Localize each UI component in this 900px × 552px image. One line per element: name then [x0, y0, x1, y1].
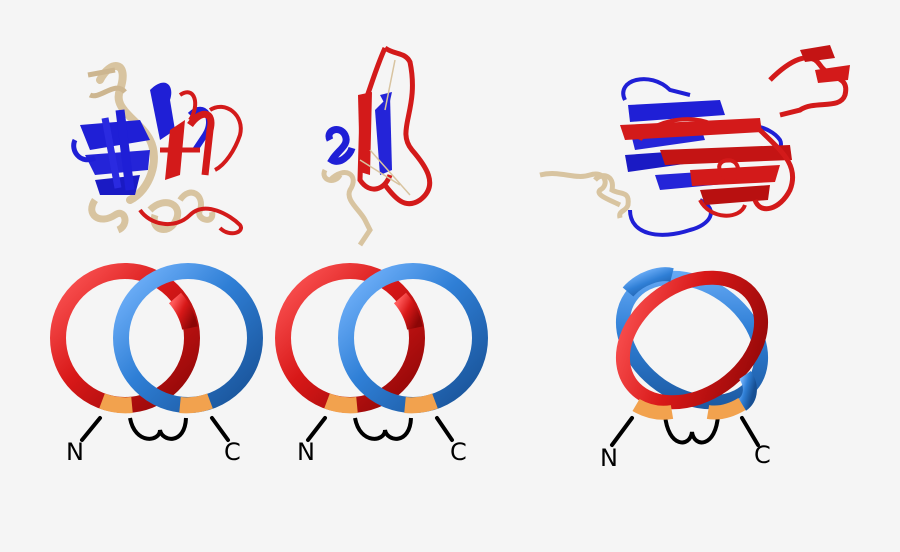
tail-n-3 — [610, 416, 634, 447]
ring-diagram-2: N C — [275, 263, 488, 466]
n-terminus-label: N — [600, 444, 618, 472]
linker-segment-1a — [99, 393, 133, 414]
loop-connector-2 — [353, 417, 413, 441]
c-terminus-label: C — [450, 438, 467, 466]
loop-connector-1 — [128, 417, 188, 441]
tail-n-1 — [80, 416, 102, 442]
protein-structure-3 — [539, 45, 850, 237]
linker-segment-3a — [632, 398, 674, 420]
tail-c-1 — [210, 416, 230, 442]
linker-segment-3b — [706, 397, 746, 420]
protein-structure-2 — [321, 45, 433, 247]
tail-c-3 — [740, 416, 760, 447]
tail-n-2 — [306, 416, 327, 442]
n-terminus-label: N — [297, 438, 315, 466]
c-terminus-label: C — [224, 438, 241, 466]
c-terminus-label: C — [754, 441, 771, 469]
ring-diagram-1: N C — [50, 263, 263, 466]
linker-segment-2a — [324, 393, 358, 414]
loop-connector-3 — [663, 414, 720, 445]
tail-c-2 — [435, 416, 454, 442]
linker-segment-2b — [404, 393, 438, 414]
linker-segment-1b — [179, 393, 213, 414]
red-ring-3 — [615, 270, 769, 410]
ring-diagram-3: N C — [600, 267, 771, 472]
protein-structure-1 — [71, 62, 243, 236]
n-terminus-label: N — [66, 438, 84, 466]
